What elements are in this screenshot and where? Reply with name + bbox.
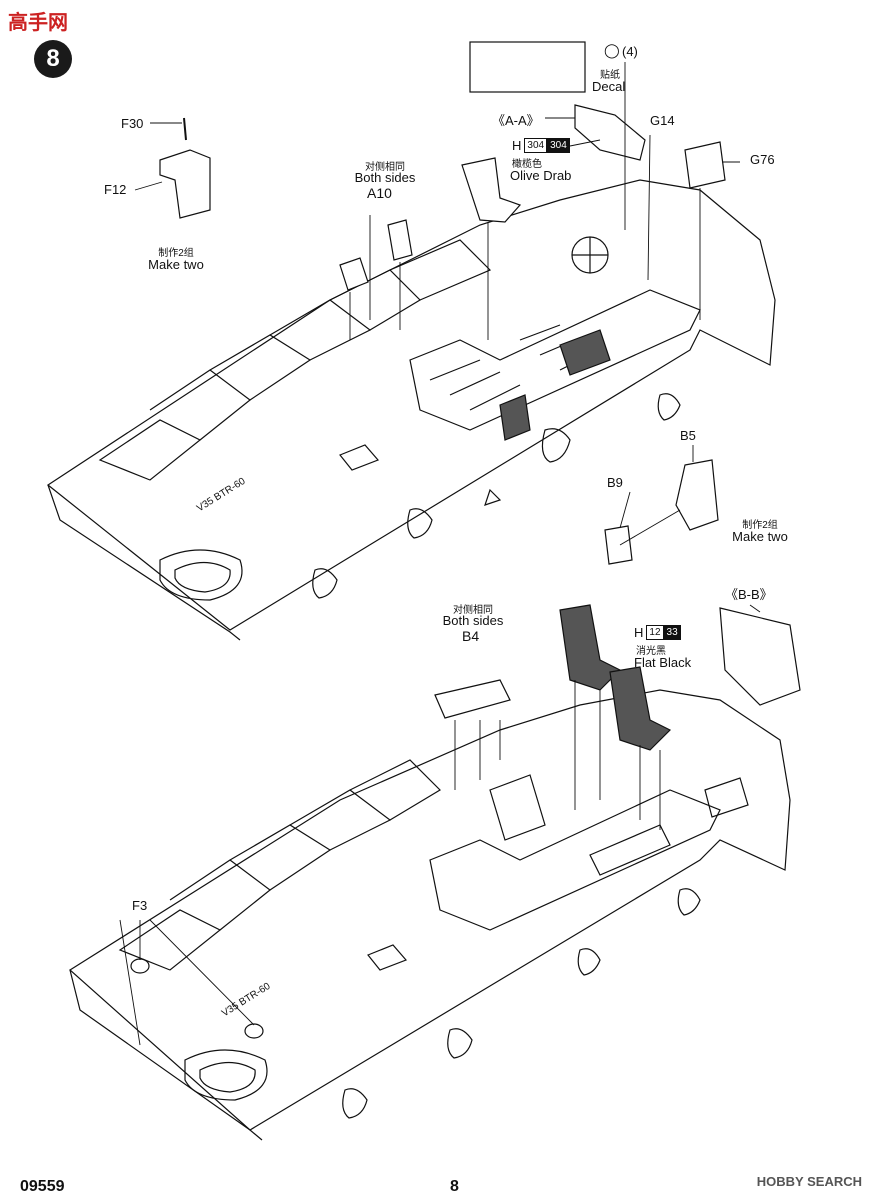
parts-lower [130, 604, 801, 1039]
parts-upper [159, 41, 726, 565]
decal-en: Decal [592, 79, 626, 94]
paint-prefix-olive: H [512, 138, 522, 153]
decal-cn: 贴纸 [600, 70, 620, 81]
paint-name-en-olive: Olive Drab [510, 168, 572, 183]
decal-count: (4) [622, 44, 638, 59]
paint-code-olive-b: 304 [547, 138, 570, 153]
kit-code: 09559 [20, 1178, 65, 1195]
site-logo: 高手网 [8, 12, 68, 34]
part-label-g14: G14 [650, 113, 675, 128]
both-sides-cn-2: 对侧相同 [453, 605, 493, 616]
paint-code-olive-a: 304 [524, 138, 548, 153]
lower-hull-drawing [69, 689, 791, 1141]
make-two-en-1: Make two [148, 257, 204, 272]
decal-icon: ◯ [604, 42, 620, 58]
paint-callout-olive: H 304 304 [512, 138, 570, 153]
make-two-en-2: Make two [732, 529, 788, 544]
section-label-bb: 《B-B》 [725, 587, 773, 602]
part-label-f3: F3 [132, 898, 148, 913]
paint-prefix-black: H [634, 625, 644, 640]
leader-lines [119, 62, 761, 1046]
hobby-search-watermark: HOBBY SEARCH [756, 1174, 862, 1189]
part-label-b4: B4 [462, 628, 480, 644]
paint-name-cn-black: 消光黑 [636, 646, 666, 657]
paint-name-cn-olive: 橄榄色 [512, 159, 542, 170]
part-label-f30: F30 [121, 116, 144, 131]
paint-name-en-black: Flat Black [634, 655, 692, 670]
part-label-a10: A10 [367, 185, 392, 201]
part-label-b5: B5 [680, 428, 696, 443]
paint-code-black-a: 12 [646, 625, 664, 640]
paint-callout-black: H 12 33 [634, 625, 681, 640]
step-number-badge: 8 [34, 40, 72, 78]
upper-hull-drawing [46, 179, 776, 641]
part-label-g76: G76 [750, 152, 775, 167]
section-label-aa: 《A-A》 [492, 113, 540, 128]
page-number: 8 [450, 1178, 459, 1195]
both-sides-en-2: Both sides [442, 613, 504, 628]
both-sides-cn-1: 对侧相同 [365, 162, 405, 173]
part-label-b9: B9 [607, 475, 623, 490]
make-two-cn-1: 制作2组 [158, 248, 194, 259]
part-label-f12: F12 [104, 182, 127, 197]
both-sides-en-1: Both sides [354, 170, 416, 185]
make-two-cn-2: 制作2组 [742, 520, 778, 531]
paint-code-black-b: 33 [663, 625, 681, 640]
